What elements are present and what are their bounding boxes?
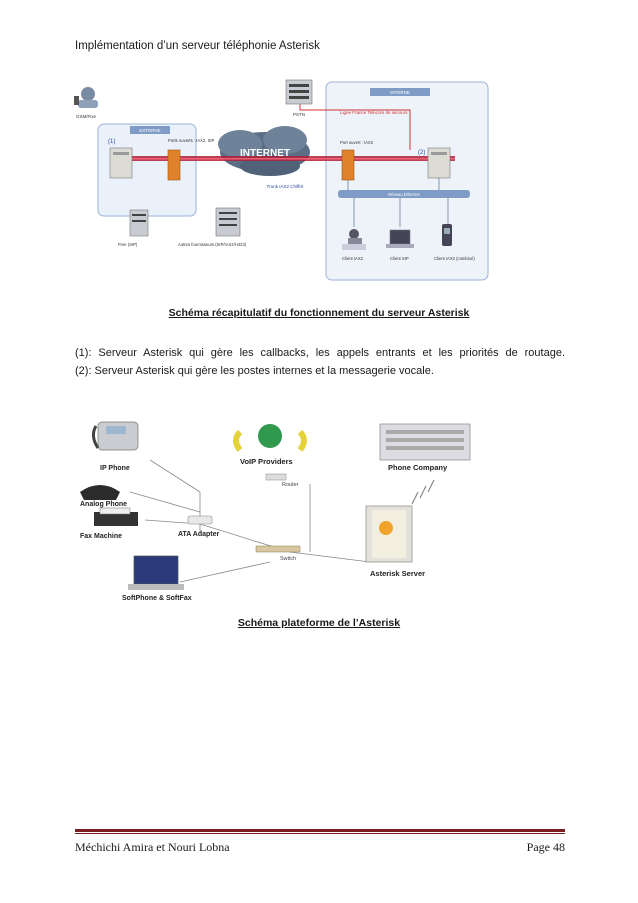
asterisk-overview-diagram: EXTERNE INTERNE Ligne France Telecom de …: [74, 79, 489, 281]
page-header-title: Implémentation d’un serveur téléphonie A…: [75, 40, 320, 52]
label-autres: Autres fournisseurs (SIP/IAX2/H323): [178, 242, 247, 247]
note-line-1: (1): Serveur Asterisk qui gère les callb…: [75, 347, 565, 359]
client-sip-laptop-icon: [386, 229, 414, 248]
label-client-iax2: Client IAX2: [342, 256, 364, 261]
label-ip-phone: IP Phone: [100, 465, 130, 472]
label-phone-company: Phone Company: [388, 463, 448, 472]
label-externe: EXTERNE: [139, 128, 160, 133]
label-analog-phone: Analog Phone: [80, 501, 127, 508]
pstn-server-icon: [285, 79, 313, 105]
firewall-1-icon: [167, 149, 181, 181]
asterisk-platform-diagram: IP Phone Analog Phone Fax Machine SoftPh…: [80, 421, 471, 602]
figure2-caption: Schéma plateforme de l’Asterisk: [237, 617, 401, 629]
label-softphone: SoftPhone & SoftFax: [122, 595, 192, 602]
label-ports-open: Ports ouverts : IAX2, SIP: [168, 138, 215, 143]
label-interne: INTERNE: [390, 90, 410, 95]
label-free-sip: Free (SIP): [118, 242, 138, 247]
label-router: Router: [282, 482, 299, 488]
gsm-user-icon: [74, 87, 98, 108]
notes-block: (1): Serveur Asterisk qui gère les callb…: [75, 344, 565, 380]
marker-2: (2): [418, 150, 425, 156]
label-fax-machine: Fax Machine: [80, 533, 122, 540]
switch-icon: [255, 545, 301, 553]
figure1-caption: Schéma récapitulatif du fonctionnement d…: [168, 307, 470, 319]
label-internet: INTERNET: [240, 148, 290, 159]
client-iax2-phone-icon: [442, 224, 452, 246]
footer-rule-thin: [75, 833, 565, 834]
label-voip-providers: VoIP Providers: [240, 457, 293, 466]
label-reseau: Réseau Ethernet: [388, 192, 420, 197]
note-line-2: (2): Serveur Asterisk qui gère les poste…: [75, 365, 434, 377]
label-secours: Ligne France Telecom de secours: [340, 110, 408, 115]
softphone-laptop-icon: [128, 555, 184, 590]
free-sip-server-icon: [129, 209, 149, 237]
asterisk-server-icon: [365, 505, 413, 563]
label-port-open: Port ouvert : IAX2: [340, 140, 374, 145]
label-ata-adapter: ATA Adapter: [178, 531, 219, 538]
label-gsm: GSM/Fixe: [76, 114, 96, 119]
footer-authors: Méchichi Amira et Nouri Lobna: [75, 840, 230, 854]
router-icon: [265, 473, 287, 481]
asterisk-server-2-icon: [427, 147, 451, 179]
footer-rule-thick: [75, 829, 565, 832]
analog-phone-icon: [80, 485, 120, 500]
marker-1: (1): [108, 139, 115, 145]
label-trunk: Trunk IAX2 Chiffré: [267, 184, 304, 189]
other-providers-server-icon: [215, 207, 241, 237]
fax-machine-icon: [94, 507, 138, 526]
ip-phone-icon: [91, 421, 139, 451]
label-pstn: PSTN: [293, 112, 305, 117]
client-iax2-icon: [342, 229, 366, 250]
label-client-iax2-combine: Client IAX2 (combiné): [434, 256, 475, 261]
firewall-2-icon: [341, 149, 355, 181]
voip-providers-icon: [233, 424, 307, 452]
phone-company-server-icon: [379, 423, 471, 461]
footer-page-number: Page 48: [526, 840, 565, 854]
label-asterisk-server: Asterisk Server: [370, 569, 425, 578]
ata-adapter-icon: [187, 515, 213, 525]
label-client-sip: Client SIP: [390, 256, 409, 261]
label-switch: Switch: [280, 556, 296, 562]
asterisk-server-1-icon: [109, 147, 133, 179]
